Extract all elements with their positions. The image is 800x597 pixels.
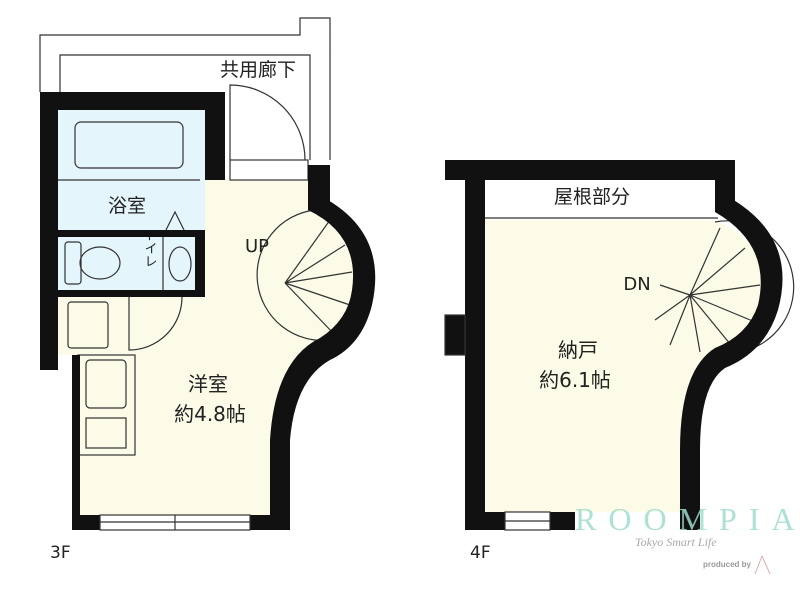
corridor-label: 共用廊下 — [220, 59, 296, 81]
corridor-outline — [39, 17, 331, 160]
window-4f-bottom — [504, 511, 551, 531]
stairs-down-label: DN — [623, 274, 650, 295]
walls-4f — [445, 160, 735, 530]
room-name-3f: 洋室 — [188, 372, 228, 396]
floor-label-4f: 4F — [470, 543, 491, 563]
door-swing — [128, 296, 183, 351]
bath-label: 浴室 — [108, 195, 146, 217]
washer-icon — [67, 301, 109, 349]
curved-wall-3f — [270, 190, 376, 530]
bath-area — [58, 110, 205, 230]
toilet-label: トイレ — [142, 229, 157, 268]
curved-wall-4f — [680, 190, 783, 530]
window-3f — [99, 514, 251, 531]
floor-4f: 屋根部分 DN 納戸 約6.1帖 4F — [444, 160, 795, 563]
entry-step — [229, 159, 309, 181]
stairs-up-label: UP — [245, 236, 269, 257]
room-size-3f: 約4.8帖 — [174, 402, 246, 426]
brand-tagline: Tokyo Smart Life — [635, 535, 717, 549]
bathtub — [74, 121, 184, 169]
toilet-bowl-icon — [79, 246, 121, 280]
toilet-tank — [64, 241, 82, 285]
room-name-4f: 納戸 — [558, 338, 598, 362]
spiral-stairs-3f — [256, 209, 353, 342]
agency-logo-icon — [754, 555, 771, 575]
roompia-watermark: ROOMPIA Tokyo Smart Life produced by — [575, 501, 800, 575]
produced-by-label: produced by — [703, 560, 752, 569]
window-4f-side — [444, 314, 466, 356]
room-size-4f: 約6.1帖 — [539, 368, 611, 392]
toilet-sink-icon — [168, 246, 192, 282]
toilet-area — [58, 237, 195, 290]
bath-door-icon — [165, 210, 185, 231]
sink-icon — [85, 359, 127, 409]
floor-label-3f: 3F — [50, 543, 71, 563]
stove-icon — [85, 417, 127, 449]
room-fill-4f — [485, 220, 768, 512]
entry-door-swing — [229, 84, 306, 161]
brand-logo: ROOMPIA — [575, 501, 800, 537]
roof-label: 屋根部分 — [554, 186, 630, 208]
room-fill-3f — [58, 180, 359, 515]
floor-3f: 浴室 トイレ 共用廊下 UP 洋室 約4.8帖 3F — [39, 17, 376, 563]
